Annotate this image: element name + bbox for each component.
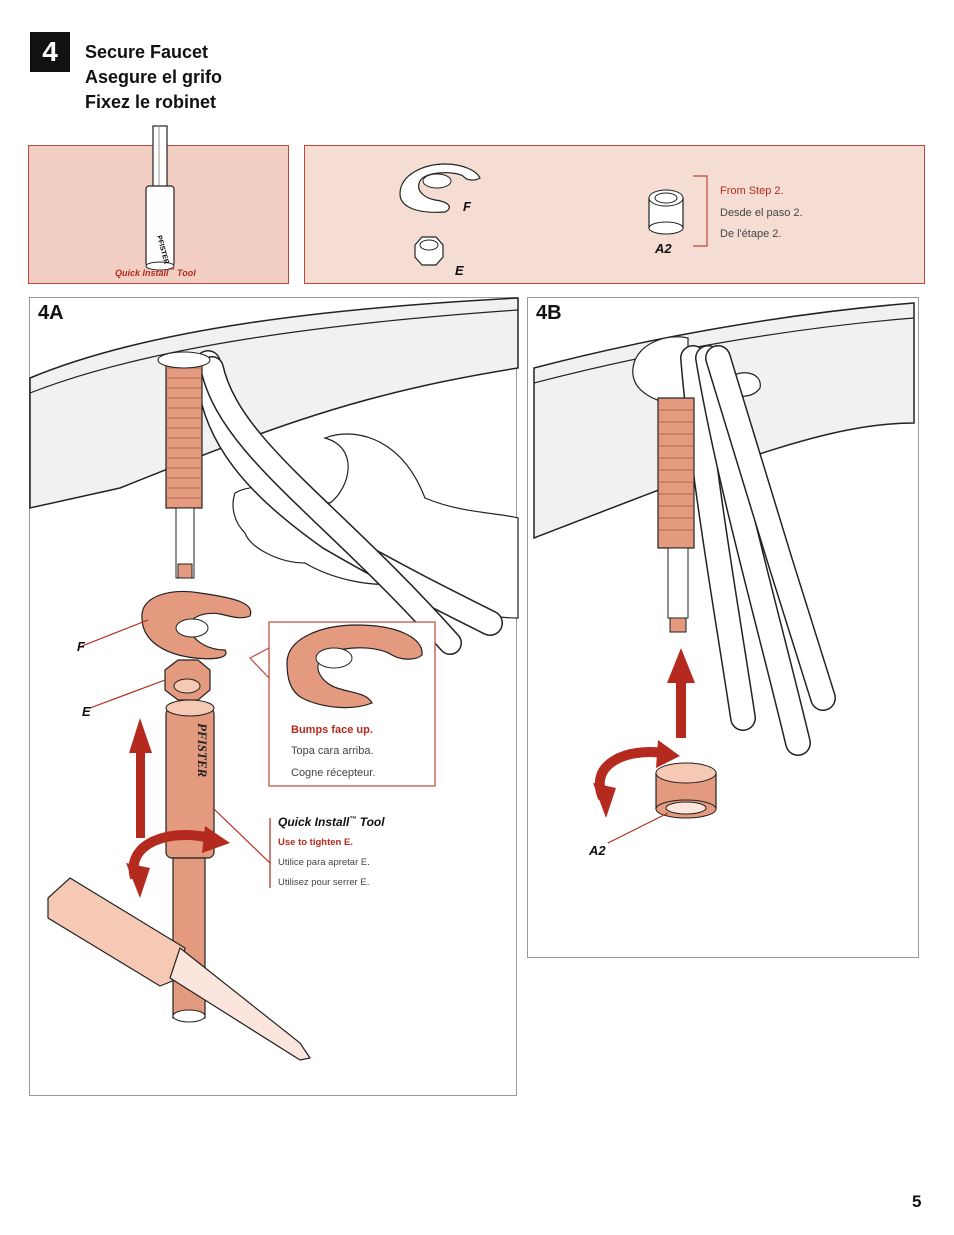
title-spanish: Asegure el grifo	[85, 67, 223, 87]
panel-4b-label: 4B	[536, 302, 562, 324]
step-number-badge: 4	[30, 32, 70, 72]
title-french: Fixez le robinet	[85, 92, 217, 112]
from-step-note-fr: De l'étape 2.	[720, 228, 782, 240]
callout-e: E	[82, 704, 91, 719]
tool-caption: Quick Install™ Tool	[115, 268, 196, 278]
parts-box: F E A2 From Step 2. Desde el paso 2. De …	[304, 145, 925, 284]
parts-illustration	[399, 163, 708, 266]
tool-note-title: Quick Install™ Tool	[278, 815, 385, 829]
bumps-note-en: Bumps face up.	[291, 724, 373, 736]
bumps-note-fr: Cogne récepteur.	[291, 767, 376, 779]
page-number: 5	[912, 1192, 922, 1211]
panel-4b: 4B A2	[527, 297, 919, 958]
quick-install-tool-illustration: PFISTER	[145, 125, 175, 271]
bumps-note-es: Topa cara arriba.	[291, 745, 374, 757]
callout-f: F	[77, 639, 85, 654]
panel-4a-illustration: PFISTER	[29, 297, 519, 1061]
svg-text:PFISTER: PFISTER	[195, 723, 210, 778]
tool-note-fr: Utilisez pour serrer E.	[278, 877, 370, 888]
panel-4b-illustration	[533, 302, 915, 844]
callout-a2: A2	[589, 843, 606, 858]
part-e-nut	[414, 236, 444, 266]
part-a2-bushing	[648, 189, 684, 235]
tool-note-en: Use to tighten E.	[278, 837, 353, 848]
label-a2: A2	[655, 241, 672, 256]
label-f: F	[463, 199, 471, 214]
tool-note-es: Utilice para apretar E.	[278, 857, 370, 868]
from-step-note-es: Desde el paso 2.	[720, 207, 803, 219]
title-english: Secure Faucet	[85, 42, 209, 62]
from-step-note-en: From Step 2.	[720, 185, 784, 197]
panel-4a: PFISTER 4A F E Bumps face up. Topa cara …	[29, 297, 519, 1096]
label-e: E	[455, 263, 464, 278]
tube-ribs	[166, 367, 202, 499]
panel-4a-label: 4A	[38, 302, 64, 324]
tool-box: PFISTER Quick Install™ Tool	[28, 125, 289, 284]
part-f-retainer	[399, 163, 481, 213]
